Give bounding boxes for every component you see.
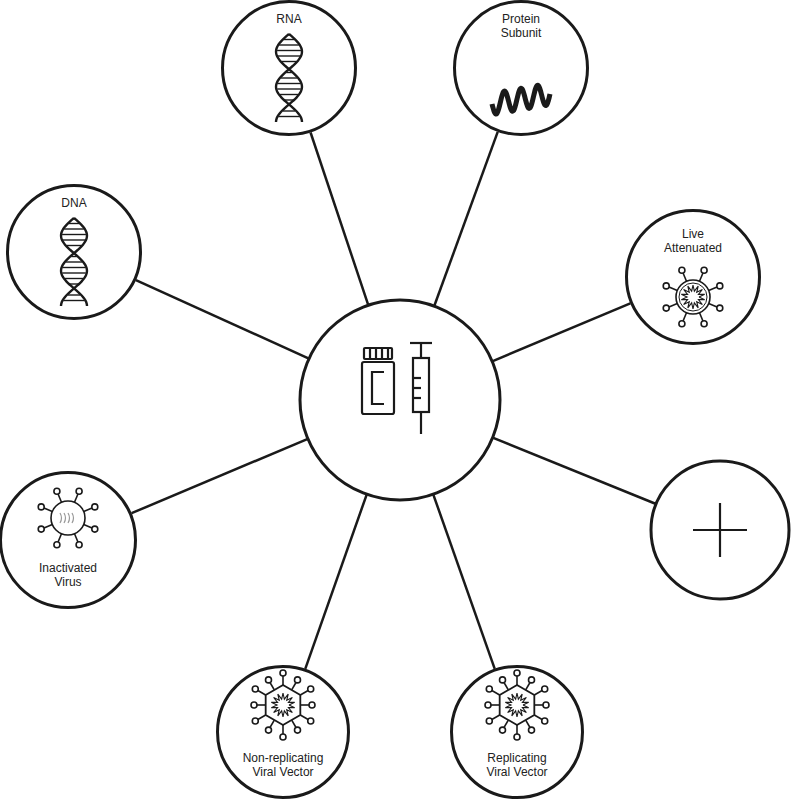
node-label: RNA [276,12,301,26]
virus-icon [663,267,723,327]
node-label: Non-replicating Viral Vector [233,751,333,779]
spoke-line [434,132,497,306]
helix-icon [276,34,302,122]
vaccine-type-circle: Inactivated Virus [0,471,137,609]
node-label: DNA [61,196,86,210]
vaccine-type-icons [38,34,723,740]
spoke-line [433,494,494,668]
vaccine-type-circle: Replicating Viral Vector [450,665,584,799]
vaccine-icon [362,343,432,434]
vaccine-type-circle: RNA [221,0,357,136]
spoke-line [305,494,366,668]
node-label: Inactivated Virus [32,561,104,589]
spoke-line [493,438,656,504]
virus-icon [38,488,98,548]
spoke-line [492,303,630,361]
helix-icon [61,218,87,306]
spoke-line [136,280,309,359]
plus-symbol [693,503,747,557]
vaccine-type-circle: DNA [6,184,142,320]
node-label: Live Attenuated [658,227,728,255]
viral-vector-icon [251,670,315,740]
viral-vector-icon [485,670,549,740]
protein-ribbon [492,85,550,114]
plus-circle [651,461,789,599]
vaccine-type-circle: Live Attenuated [625,209,761,345]
vaccine-type-circle: Protein Subunit [453,0,589,136]
spoke-lines [132,132,656,669]
node-label: Protein Subunit [494,12,549,40]
spoke-line [311,132,369,305]
node-label: Replicating Viral Vector [476,751,558,779]
spoke-line [132,439,308,513]
vaccine-type-circle: Non-replicating Viral Vector [216,665,350,799]
center-circle [300,300,500,500]
